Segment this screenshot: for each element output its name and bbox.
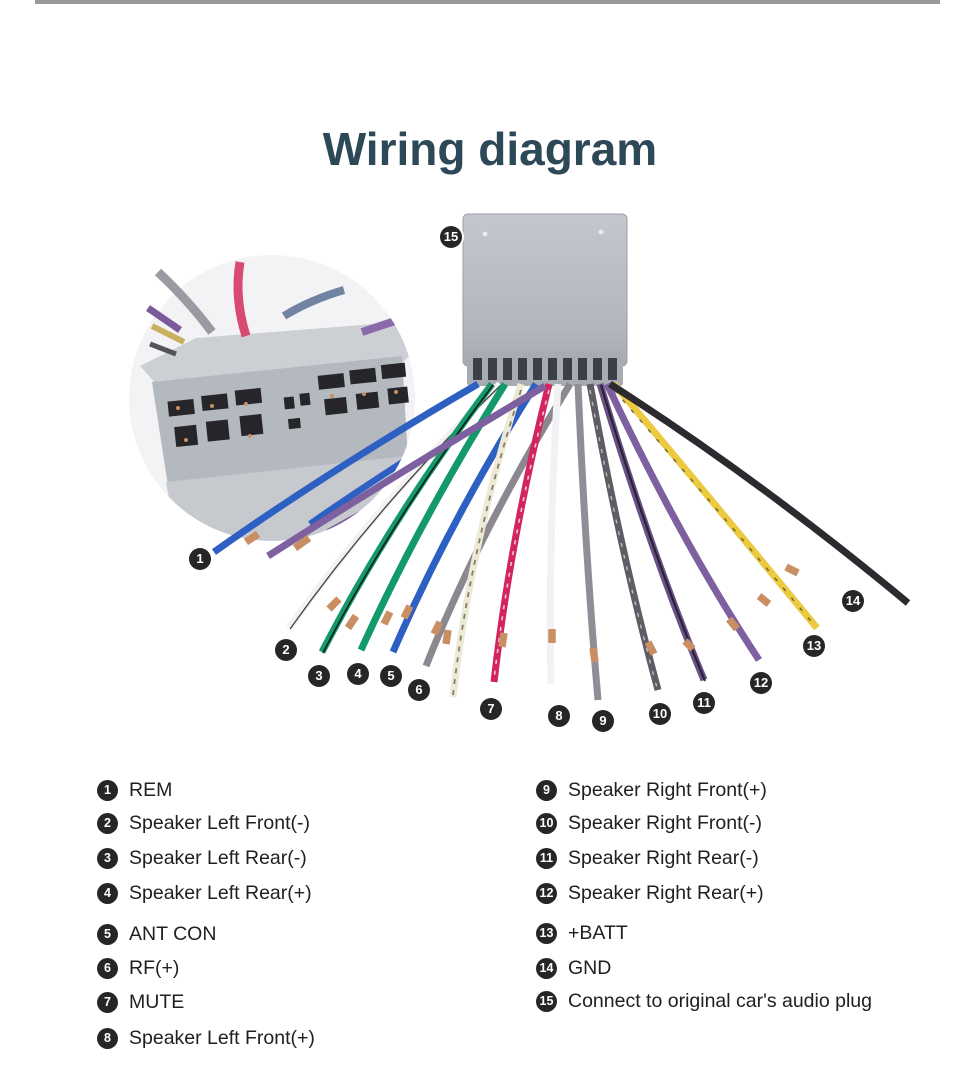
legend-item-15: 15 Connect to original car's audio plug	[536, 989, 872, 1013]
legend-num-8: 8	[97, 1027, 118, 1049]
legend-label-14: GND	[568, 956, 612, 979]
wire-badge-4: 4	[347, 663, 369, 685]
stub-dark-wire	[149, 341, 177, 357]
wire-fan	[211, 380, 911, 701]
legend-num-11: 11	[536, 847, 557, 869]
legend-label-4: Speaker Left Rear(+)	[129, 881, 312, 904]
legend-label-2: Speaker Left Front(-)	[129, 811, 310, 834]
legend-num-4: 4	[97, 882, 118, 904]
legend-item-8: 8 Speaker Left Front(+)	[97, 1026, 315, 1050]
audio-plug-connector	[462, 213, 628, 386]
wire-badge-5: 5	[380, 665, 402, 687]
wire-aux-purple	[266, 382, 547, 559]
legend-label-10: Speaker Right Front(-)	[568, 811, 762, 834]
wiring-harness-photo	[129, 213, 911, 701]
wire-badge-14: 14	[842, 590, 864, 612]
legend-label-11: Speaker Right Rear(-)	[568, 846, 759, 869]
pin-contacts	[176, 390, 398, 442]
legend-item-14: 14 GND	[536, 956, 611, 980]
legend-label-9: Speaker Right Front(+)	[568, 778, 767, 801]
legend-num-1: 1	[97, 779, 118, 801]
legend-item-13: 13 +BATT	[536, 921, 628, 945]
top-divider-bar	[35, 0, 940, 4]
plug-slot-teeth	[473, 358, 617, 380]
legend-item-4: 4 Speaker Left Rear(+)	[97, 881, 312, 905]
wire-badge-15: 15	[440, 226, 462, 248]
plug-pin-hole	[482, 231, 488, 237]
legend-label-13: +BATT	[568, 921, 628, 944]
page-title: Wiring diagram	[322, 123, 658, 175]
legend-item-9: 9 Speaker Right Front(+)	[536, 778, 767, 802]
legend-label-12: Speaker Right Rear(+)	[568, 881, 764, 904]
wire-6-gray	[422, 382, 573, 668]
copper-splices	[243, 530, 800, 663]
legend-num-13: 13	[536, 922, 557, 944]
wire-badge-2: 2	[275, 639, 297, 661]
legend-num-15: 15	[536, 990, 557, 1012]
legend-num-14: 14	[536, 957, 557, 979]
wire-12-purple	[603, 382, 762, 662]
legend-label-8: Speaker Left Front(+)	[129, 1026, 315, 1049]
pin-slots	[167, 362, 409, 447]
legend-item-5: 5 ANT CON	[97, 922, 216, 946]
legend-item-11: 11 Speaker Right Rear(-)	[536, 846, 759, 870]
wire-badge-11: 11	[693, 692, 715, 714]
legend-item-6: 6 RF(+)	[97, 956, 179, 980]
legend-num-9: 9	[536, 779, 557, 801]
legend-num-2: 2	[97, 812, 118, 834]
legend-item-10: 10 Speaker Right Front(-)	[536, 811, 762, 835]
legend-num-10: 10	[536, 812, 557, 834]
wire-badge-6: 6	[408, 679, 430, 701]
legend-label-5: ANT CON	[129, 922, 217, 945]
legend-label-15: Connect to original car's audio plug	[568, 989, 872, 1012]
wire-8-white	[546, 383, 562, 685]
wire-13-yellow	[611, 381, 820, 631]
wire-badge-9: 9	[592, 710, 614, 732]
wire-badge-13: 13	[803, 635, 825, 657]
legend-item-1: 1 REM	[97, 778, 172, 802]
legend-num-6: 6	[97, 957, 118, 979]
legend-num-12: 12	[536, 882, 557, 904]
wire-badge-12: 12	[750, 672, 772, 694]
wire-3-green-black	[318, 381, 495, 654]
legend-item-2: 2 Speaker Left Front(-)	[97, 811, 310, 835]
legend-item-7: 7 MUTE	[97, 990, 184, 1014]
stub-gray-wire	[154, 268, 216, 335]
wire-3-stripe	[322, 384, 494, 654]
wire-badge-10: 10	[649, 703, 671, 725]
legend-label-3: Speaker Left Rear(-)	[129, 846, 307, 869]
stub-purple-wire	[146, 305, 182, 333]
wire-dark-gray-print	[589, 389, 658, 689]
wire-1-blue	[211, 380, 480, 555]
wire-badge-8: 8	[548, 705, 570, 727]
legend-item-12: 12 Speaker Right Rear(+)	[536, 881, 764, 905]
legend-label-7: MUTE	[129, 990, 185, 1013]
legend-num-3: 3	[97, 847, 118, 869]
legend-label-1: REM	[129, 778, 173, 801]
wire-badge-7: 7	[480, 698, 502, 720]
legend-num-5: 5	[97, 923, 118, 945]
wire-14-black	[608, 381, 911, 606]
legend-item-3: 3 Speaker Left Rear(-)	[97, 846, 307, 870]
stub-yellow-wire	[150, 323, 186, 345]
wire-badge-3: 3	[308, 665, 330, 687]
legend-num-7: 7	[97, 991, 118, 1013]
plug-pin-hole	[598, 229, 604, 235]
wire-badge-1: 1	[189, 548, 211, 570]
wire-yellow-print	[613, 389, 816, 627]
legend-label-6: RF(+)	[129, 956, 180, 979]
